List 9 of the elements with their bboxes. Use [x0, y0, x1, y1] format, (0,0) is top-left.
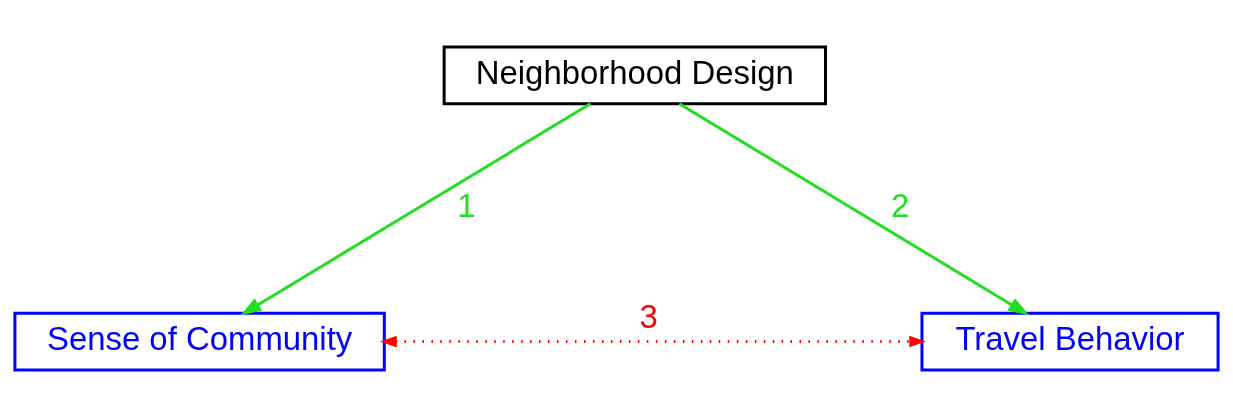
node-box: Sense of Community: [13, 311, 386, 372]
edge-label: 3: [639, 297, 658, 335]
edge-label: 2: [891, 186, 910, 224]
arrow: [380, 335, 926, 348]
node-box: Travel Behavior: [920, 311, 1220, 372]
arrow: [240, 102, 592, 316]
arrow: [678, 102, 1030, 316]
edge-label: 1: [457, 186, 476, 224]
node-box: Neighborhood Design: [442, 45, 827, 106]
